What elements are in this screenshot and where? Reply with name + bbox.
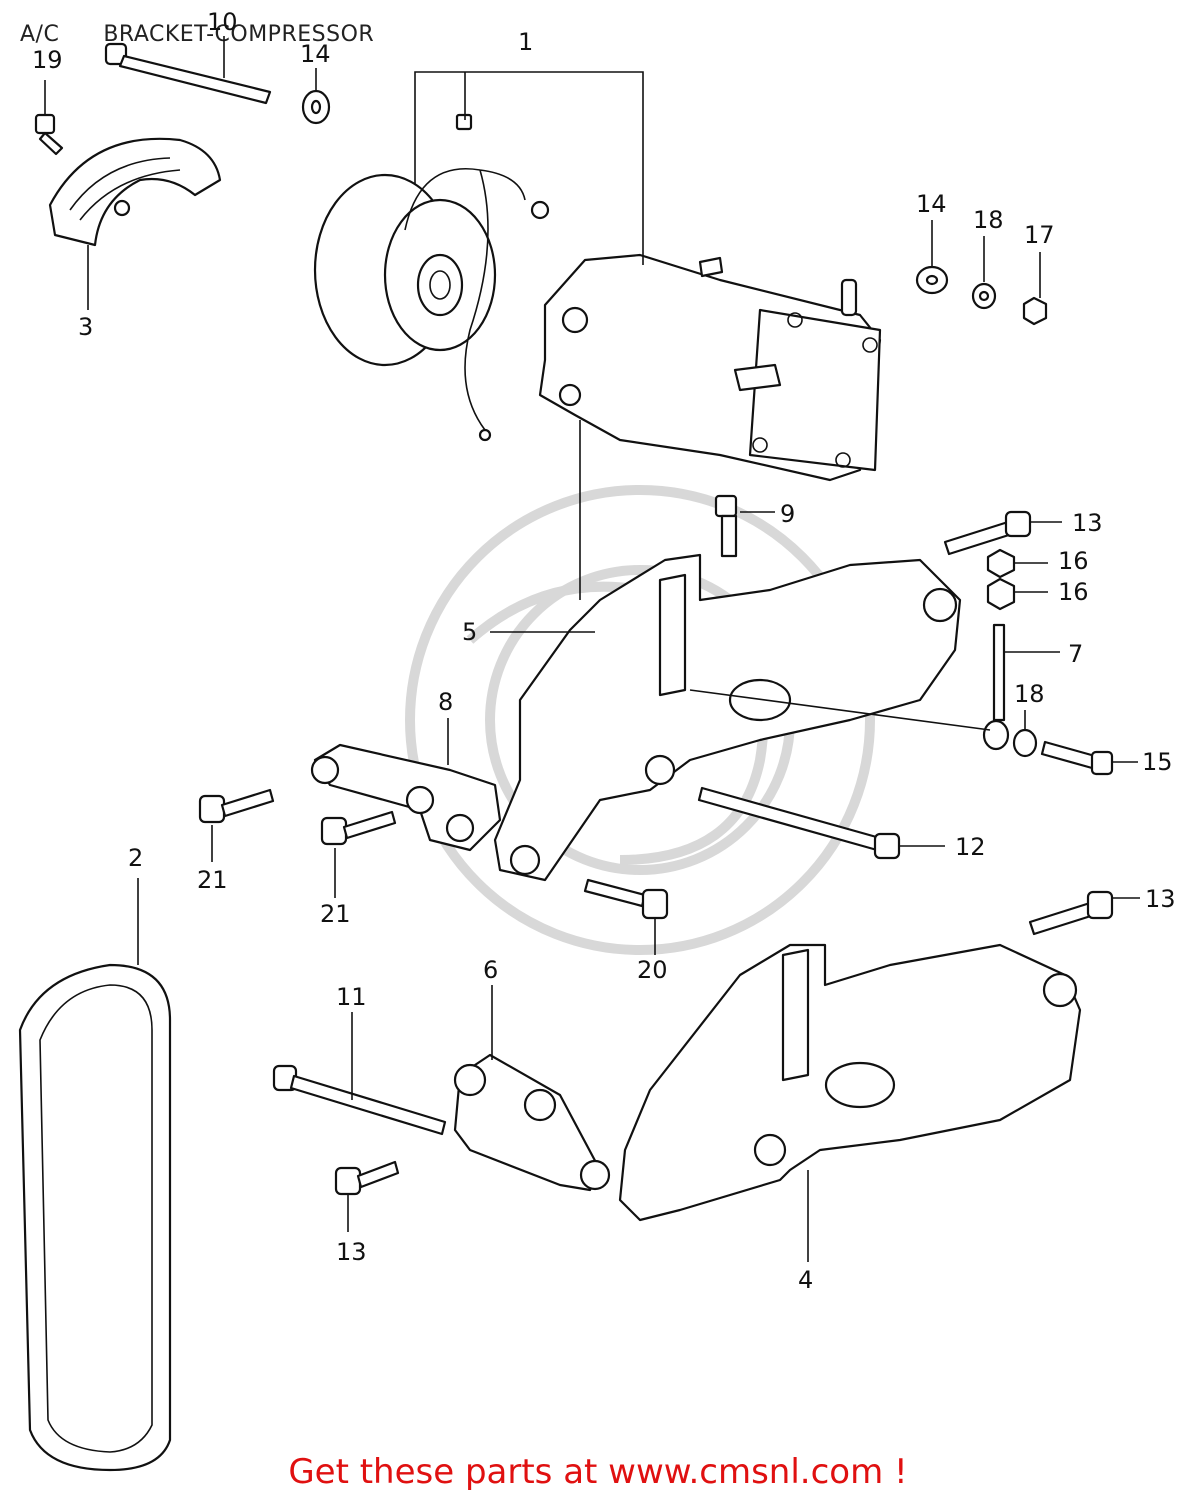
category-label: A/C	[20, 22, 60, 47]
part-washer-18-lower[interactable]	[1012, 728, 1038, 758]
part-bolt-9[interactable]	[714, 494, 738, 558]
callout-18-lower: 18	[1014, 680, 1045, 708]
callout-2: 2	[128, 844, 143, 872]
page-header: A/C BRACKET-COMPRESSOR	[20, 22, 374, 47]
part-nut-17[interactable]	[1022, 296, 1048, 326]
part-bolt-15[interactable]	[1040, 740, 1114, 776]
callout-15: 15	[1142, 748, 1173, 776]
part-drive-belt[interactable]	[18, 963, 172, 1472]
callout-16-a: 16	[1058, 547, 1089, 575]
callout-7: 7	[1068, 640, 1083, 668]
part-bolt-20[interactable]	[583, 878, 669, 920]
part-washer-18-top[interactable]	[971, 282, 997, 310]
callout-11: 11	[336, 983, 367, 1011]
callout-18-top: 18	[973, 206, 1004, 234]
footer-link-text[interactable]: Get these parts at www.cmsnl.com !	[288, 1452, 908, 1492]
callout-4: 4	[798, 1266, 813, 1294]
callout-13-lower: 13	[336, 1238, 367, 1266]
part-bolt-13-top[interactable]	[943, 510, 1032, 556]
callout-17: 17	[1024, 221, 1055, 249]
callout-3: 3	[78, 313, 93, 341]
callout-21-a: 21	[197, 866, 228, 894]
part-bolt-21-a[interactable]	[198, 788, 275, 824]
callout-14-right: 14	[916, 190, 947, 218]
part-pulley-cover[interactable]	[48, 137, 222, 247]
callout-13-right: 13	[1145, 885, 1176, 913]
part-nut-16-a[interactable]	[986, 548, 1016, 579]
part-compressor-body[interactable]	[538, 253, 882, 482]
callout-21-b: 21	[320, 900, 351, 928]
part-washer-14-right[interactable]	[915, 265, 949, 295]
callout-10: 10	[207, 8, 238, 36]
callout-19: 19	[32, 46, 63, 74]
callout-14-top: 14	[300, 40, 331, 68]
callout-16-b: 16	[1058, 578, 1089, 606]
part-bolt-10[interactable]	[104, 42, 272, 105]
callout-9: 9	[780, 500, 795, 528]
callout-8: 8	[438, 688, 453, 716]
callout-13-top: 13	[1072, 509, 1103, 537]
part-washer-14-top[interactable]	[301, 89, 331, 125]
part-adjust-bolt-7[interactable]	[982, 623, 1010, 751]
part-bolt-11[interactable]	[272, 1064, 447, 1136]
part-bolt-19[interactable]	[34, 113, 64, 156]
part-compressor-clutch[interactable]	[313, 113, 550, 442]
part-tensioner-8[interactable]	[310, 743, 502, 852]
part-bracket-5[interactable]	[493, 553, 991, 882]
part-nut-16-b[interactable]	[986, 577, 1016, 611]
part-bolt-12[interactable]	[697, 786, 901, 860]
section-title: BRACKET-COMPRESSOR	[103, 22, 375, 47]
callout-20: 20	[637, 956, 668, 984]
callout-5: 5	[462, 618, 477, 646]
part-bracket-4[interactable]	[618, 943, 1082, 1222]
callout-6: 6	[483, 956, 498, 984]
part-bolt-13-lower[interactable]	[334, 1160, 400, 1196]
part-bolt-21-b[interactable]	[320, 810, 397, 846]
callout-12: 12	[955, 833, 986, 861]
callout-1: 1	[518, 28, 533, 56]
part-bolt-13-right[interactable]	[1028, 890, 1114, 936]
part-bracket-6[interactable]	[453, 1053, 611, 1192]
